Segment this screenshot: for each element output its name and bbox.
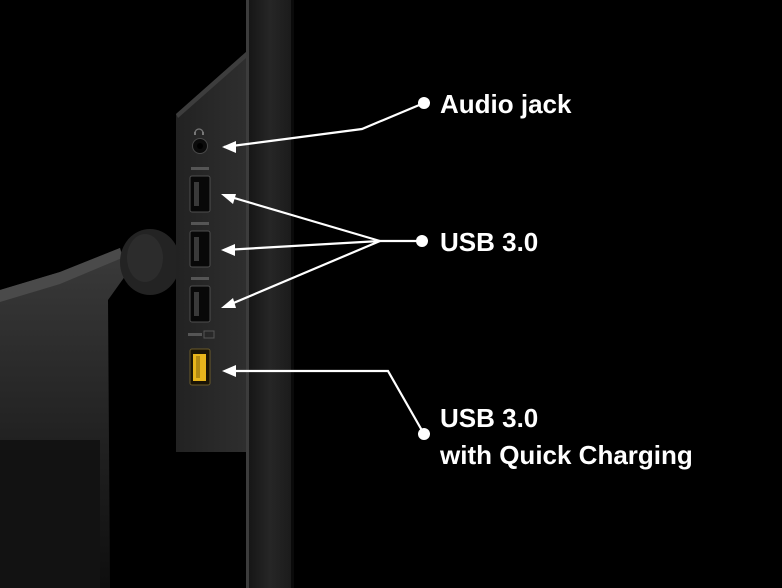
callout-usb	[223, 193, 422, 309]
label-usb-quick-charging-line1: USB 3.0	[440, 403, 539, 433]
label-usb-quick-charging: USB 3.0 with Quick Charging	[440, 400, 693, 474]
label-usb-quick-charging-line2: with Quick Charging	[440, 440, 693, 470]
headphone-icon	[194, 128, 204, 135]
usb-port-3	[189, 277, 211, 323]
stand-arm	[0, 229, 180, 588]
callout-quick-charge	[226, 369, 425, 435]
label-audio-jack: Audio jack	[440, 89, 572, 119]
callout-audio	[223, 101, 425, 149]
audio-jack-port	[192, 128, 208, 154]
callout-dot-usb	[416, 235, 428, 247]
usb-ss-icon	[191, 277, 209, 280]
usb-ss-icon	[191, 167, 209, 170]
usb-port-1	[189, 167, 211, 213]
label-usb-3: USB 3.0	[440, 227, 539, 257]
callout-dot-quick-charge	[418, 428, 430, 440]
usb-port-2	[189, 222, 211, 268]
usb-ss-icon	[191, 222, 209, 225]
usb-ss-charge-icon	[188, 330, 215, 339]
port-panel	[176, 52, 246, 452]
callout-dot-audio	[418, 97, 430, 109]
usb-quick-charge-port	[188, 330, 215, 386]
